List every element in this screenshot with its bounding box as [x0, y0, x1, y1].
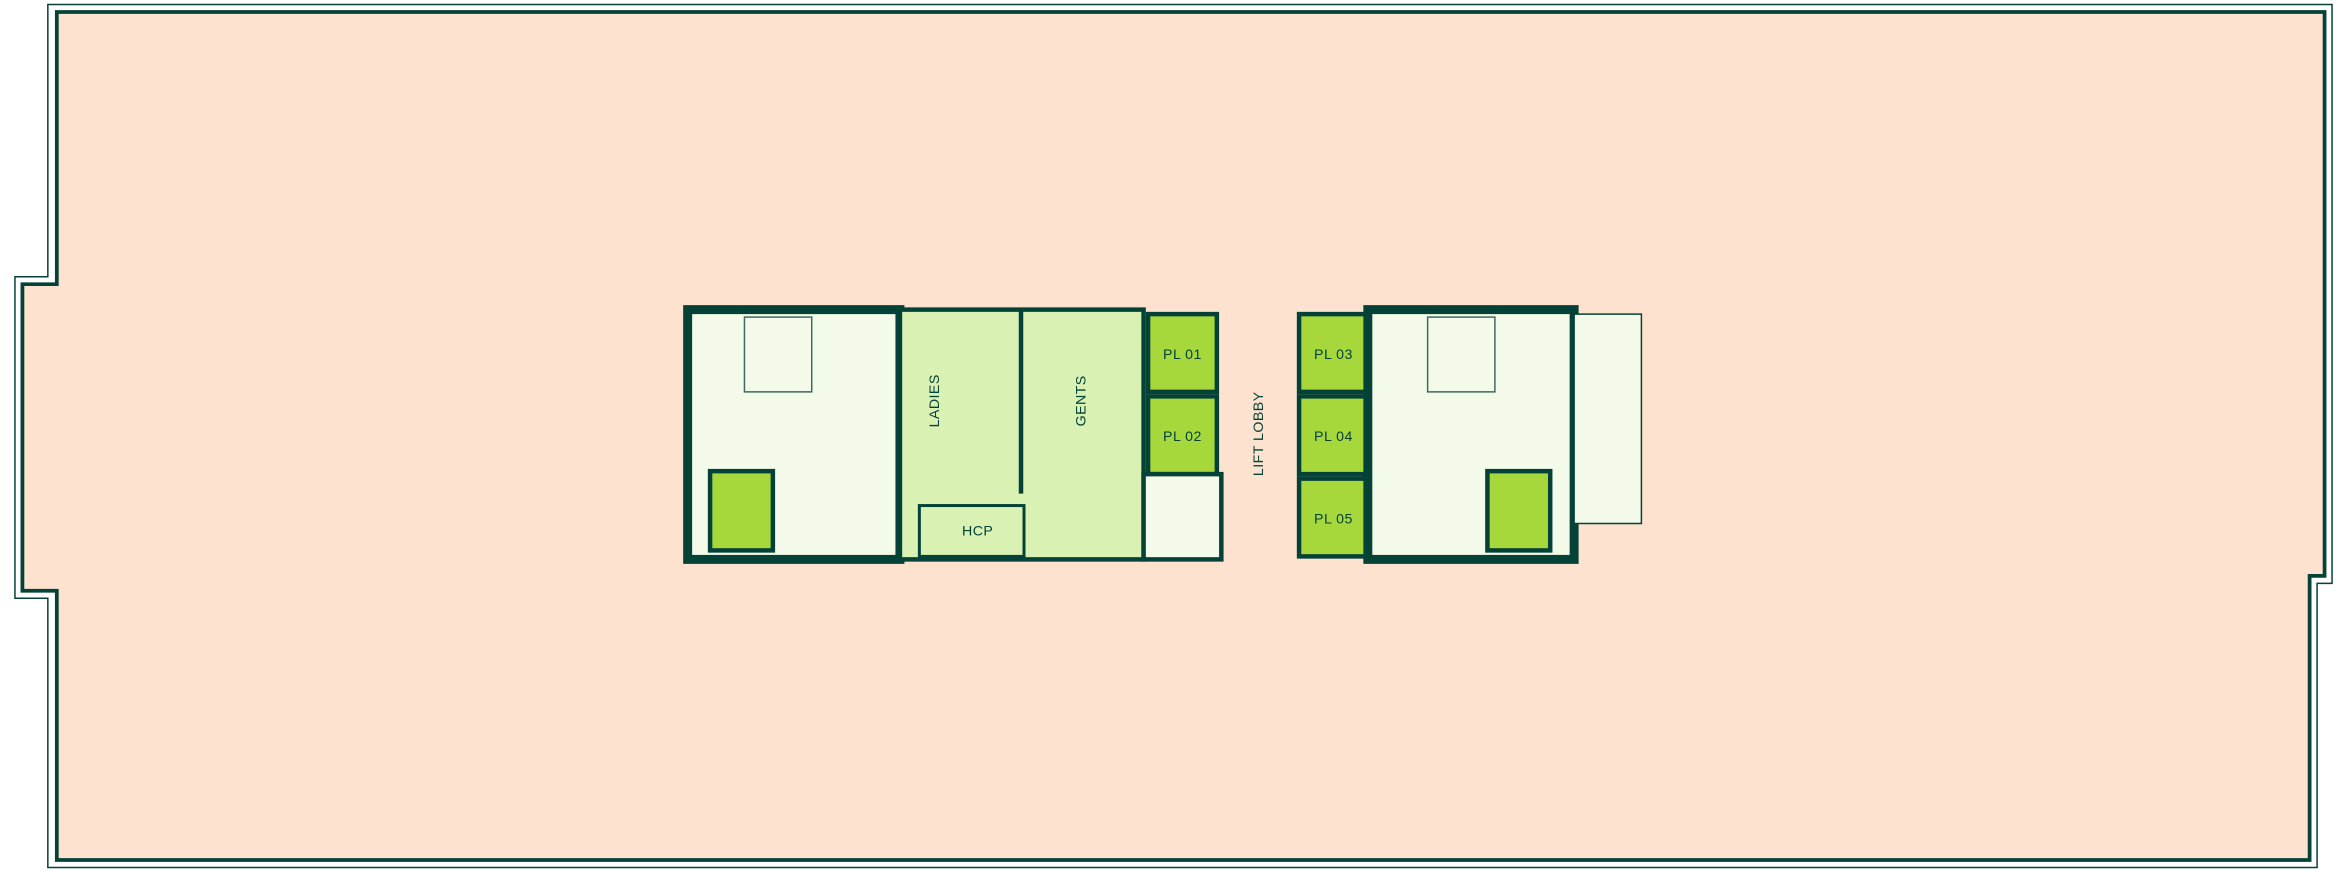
- hcp-label: HCP: [962, 523, 993, 539]
- lift-pl04-label: PL 04: [1314, 429, 1353, 445]
- lift-pl01-label: PL 01: [1163, 347, 1202, 363]
- left-core-rear: [1141, 471, 1224, 562]
- building-core-right: [1363, 305, 1643, 564]
- lift-lobby-label: LIFT LOBBY: [1251, 391, 1267, 476]
- building-core-left: LADIES GENTS HCP: [683, 305, 1146, 564]
- lift-pl04: [1296, 394, 1371, 477]
- lift-pl02: [1145, 394, 1220, 477]
- gents-label: GENTS: [1073, 375, 1089, 426]
- stair-right: [1426, 316, 1496, 393]
- hcp-room: [917, 504, 1026, 558]
- lift-pl03-label: PL 03: [1314, 347, 1353, 363]
- stair-left: [743, 316, 813, 393]
- outer-wall-line: [14, 3, 2333, 869]
- lift-pl02-label: PL 02: [1163, 429, 1202, 445]
- goods-lift-left: [707, 468, 776, 553]
- lift-pl01: [1145, 311, 1220, 395]
- lift-pl03: [1296, 311, 1371, 395]
- goods-lift-right: [1485, 468, 1553, 553]
- passenger-lifts: PL 01 PL 02 LIFT LOBBY PL 03 PL 04 PL 05: [1141, 311, 1371, 562]
- ladies-label: LADIES: [927, 374, 943, 427]
- lift-pl05: [1296, 476, 1371, 559]
- riser-right: [1573, 313, 1643, 525]
- lift-pl05-label: PL 05: [1314, 511, 1353, 527]
